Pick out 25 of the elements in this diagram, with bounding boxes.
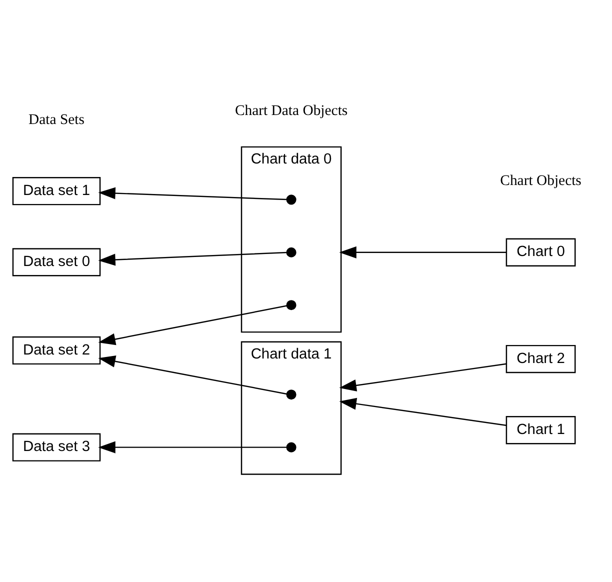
- arrow: [339, 246, 506, 258]
- cluster: Chart data 0: [240, 146, 342, 333]
- label: Data Sets: [28, 112, 84, 128]
- node-box: Data set 2: [12, 336, 101, 365]
- node-circle: [286, 442, 296, 452]
- node-box: Data set 1: [12, 176, 101, 206]
- node-circle: [286, 194, 296, 205]
- node-box: Data set 3: [12, 433, 101, 462]
- arrow: [98, 305, 287, 346]
- arrow: [98, 252, 287, 266]
- node-circle: [286, 390, 296, 400]
- arrow: [98, 355, 287, 395]
- node-circle: [286, 300, 296, 310]
- label: Chart Data Objects: [234, 103, 348, 120]
- arrow: [339, 398, 506, 426]
- arrow: [98, 187, 287, 200]
- node-box: Data set 0: [12, 248, 101, 276]
- node-box: Chart 0: [506, 238, 576, 266]
- cluster: Chart data 1: [240, 341, 342, 475]
- node-box: Chart 1: [506, 416, 576, 444]
- node-circle: [286, 247, 296, 258]
- node-box: Chart 2: [506, 344, 576, 374]
- arrow: [339, 363, 506, 392]
- arrow: [98, 441, 287, 454]
- label: Chart Objects: [500, 173, 582, 190]
